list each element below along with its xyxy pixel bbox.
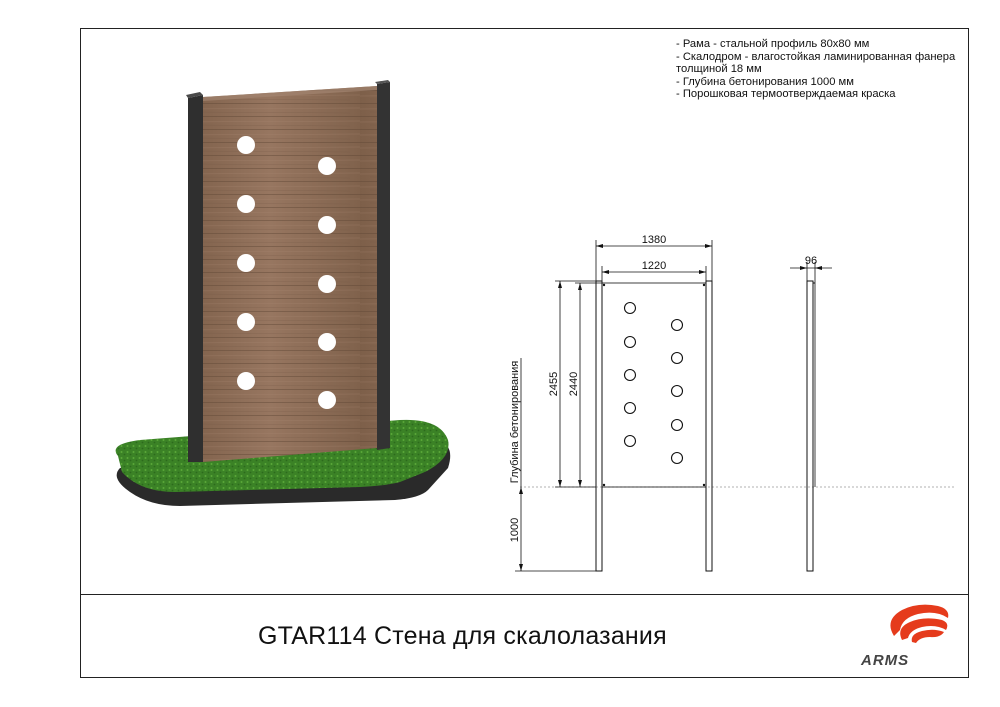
hold-hole (237, 372, 255, 390)
dimension-label: 1380 (642, 234, 666, 246)
hold-hole (237, 136, 255, 154)
dimension-width-1380: 1380 (595, 234, 713, 281)
arms-logo-icon (890, 604, 949, 643)
hold-hole (318, 391, 336, 409)
hold-hole (318, 216, 336, 234)
dimension-width-1220: 1220 (601, 260, 707, 283)
dimension-label: 1220 (642, 260, 666, 272)
side-view (806, 280, 816, 572)
sheet-frame (80, 28, 969, 678)
specification-list: - Рама - стальной профиль 80х80 мм - Ска… (676, 38, 966, 101)
panel-holes (237, 136, 336, 409)
hold-hole (237, 313, 255, 331)
dimension-label: 1000 (509, 518, 521, 542)
hold-hole (237, 195, 255, 213)
dimension-concrete-depth: 1000 Глубина бетонирования (509, 358, 596, 572)
concrete-depth-label: Глубина бетонирования (509, 361, 521, 484)
title-block-divider (80, 594, 969, 595)
dimension-label: 96 (805, 255, 817, 267)
brand-name: ARMS (861, 652, 910, 669)
sheet-title: GTAR114 Стена для скалолазания (258, 622, 667, 650)
hold-hole (318, 333, 336, 351)
spec-item: - Глубина бетонирования 1000 мм (676, 75, 854, 88)
front-view (595, 280, 713, 572)
dimension-label: 2455 (548, 372, 560, 396)
left-post (186, 92, 203, 462)
dimension-height-2440: 2440 (568, 282, 602, 487)
spec-item: - Порошковая термоотверждаемая краска (676, 88, 896, 101)
spec-item: - Рама - стальной профиль 80х80 мм (676, 38, 870, 50)
drawing-holes (623, 301, 684, 465)
hold-hole (318, 275, 336, 293)
dimension-height-2455: 2455 (548, 280, 596, 488)
dimension-label: 2440 (568, 372, 580, 396)
hold-hole (237, 254, 255, 272)
wood-panel (203, 86, 377, 462)
spec-item: - Скалодром - влагостойкая ламинированна… (676, 50, 956, 76)
right-post (375, 80, 390, 450)
dimension-depth-96: 96 (790, 255, 832, 283)
hold-hole (318, 157, 336, 175)
